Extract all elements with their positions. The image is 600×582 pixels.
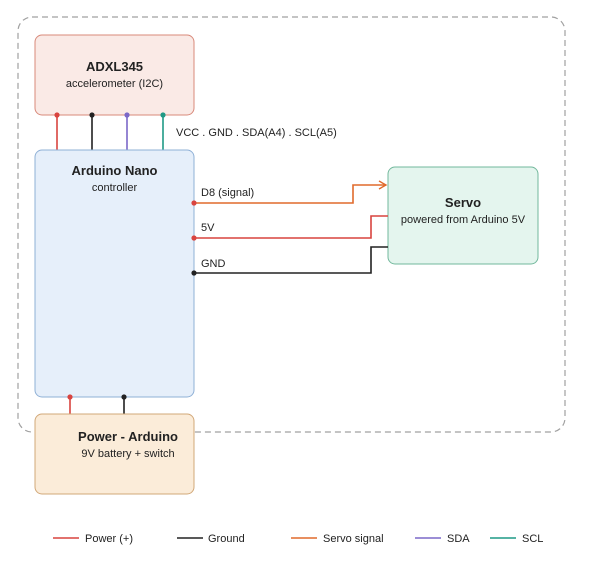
gnd-out-pin-dot: [191, 270, 197, 276]
5v-pin-dot: [191, 235, 197, 241]
servo-wires: [194, 180, 388, 274]
d8-pin-dot: [191, 200, 197, 206]
power-subtitle: 9V battery + switch: [81, 448, 174, 460]
legend-label-servo-signal: Servo signal: [323, 533, 384, 545]
gnd-label: GND: [201, 258, 226, 270]
5v-wire: [194, 215, 388, 239]
legend-label-power: Power (+): [85, 533, 133, 545]
gnd-servo-wire: [194, 246, 388, 274]
arduino-nano-box: Arduino Nano controller: [34, 149, 195, 398]
adxl345-subtitle: accelerometer (I2C): [66, 78, 163, 90]
power-title: Power - Arduino: [78, 429, 178, 444]
enclosure-boundary: [17, 16, 566, 433]
d8-signal-wire: [194, 180, 388, 204]
arduino-subtitle: controller: [92, 182, 138, 194]
legend-item-ground: Ground: [177, 533, 245, 545]
legend-label-sda: SDA: [447, 533, 470, 545]
vcc-pin-dot: [54, 112, 60, 118]
adxl345-title: ADXL345: [86, 59, 143, 74]
5v-label: 5V: [201, 222, 215, 234]
legend-label-ground: Ground: [208, 533, 245, 545]
legend: Power (+) Ground Servo signal SDA SCL: [53, 533, 543, 545]
legend-item-servo-signal: Servo signal: [291, 533, 384, 545]
i2c-bus-label: VCC . GND . SDA(A4) . SCL(A5): [176, 127, 337, 139]
scl-pin-dot: [160, 112, 166, 118]
legend-label-scl: SCL: [522, 533, 543, 545]
power-box: Power - Arduino 9V battery + switch: [34, 413, 195, 495]
power-ground-pin-dot: [121, 394, 127, 400]
servo-title: Servo: [445, 195, 481, 210]
legend-item-scl: SCL: [490, 533, 543, 545]
power-supply-wires: [69, 397, 125, 414]
servo-box: Servo powered from Arduino 5V: [387, 166, 539, 265]
adxl345-box: ADXL345 accelerometer (I2C): [34, 34, 195, 116]
gnd-pin-dot: [89, 112, 95, 118]
arduino-title: Arduino Nano: [72, 163, 158, 178]
servo-subtitle: powered from Arduino 5V: [401, 214, 526, 226]
d8-label: D8 (signal): [201, 187, 254, 199]
power-plus-pin-dot: [67, 394, 73, 400]
i2c-wires: [56, 115, 164, 150]
legend-item-sda: SDA: [415, 533, 470, 545]
pin-dots: [54, 112, 197, 400]
legend-item-power: Power (+): [53, 533, 133, 545]
sda-pin-dot: [124, 112, 130, 118]
